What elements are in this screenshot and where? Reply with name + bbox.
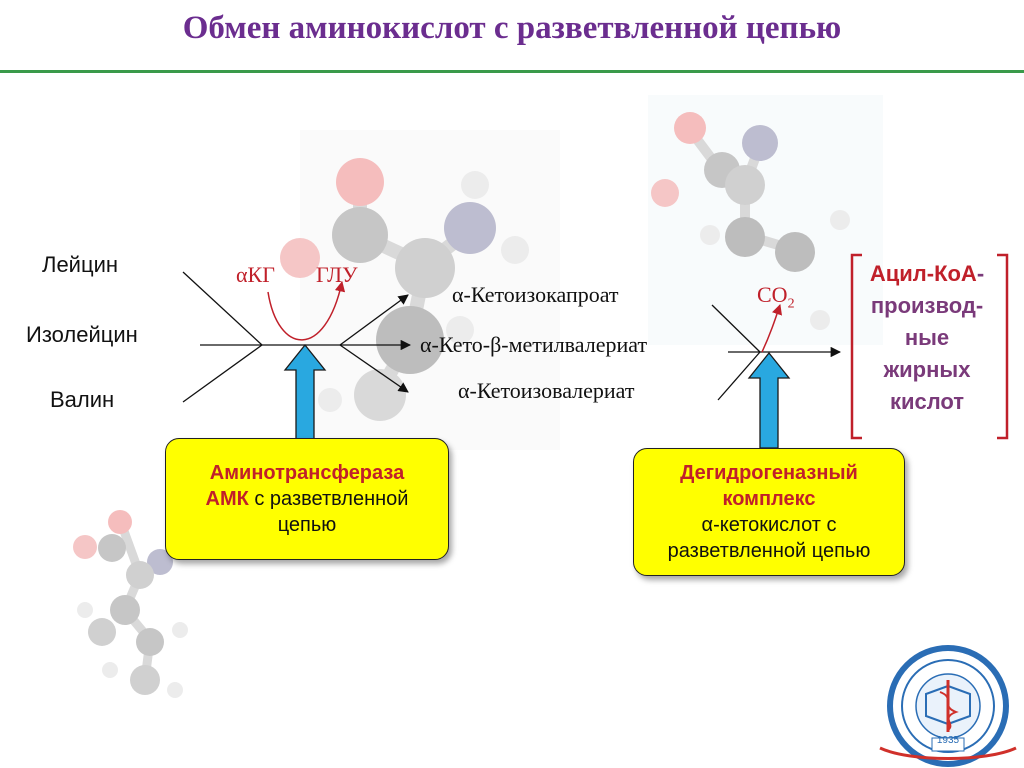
product-bracket-left bbox=[850, 253, 862, 440]
enzyme1-name: Аминотрансфераза bbox=[209, 462, 405, 484]
logo-year: 1935 bbox=[937, 735, 960, 746]
right-line-top bbox=[711, 304, 761, 353]
keto-acid-ketoisocaproate: α-Кетоизокапроат bbox=[452, 282, 619, 307]
product-bracket-right bbox=[997, 253, 1009, 440]
product-acyl-coa: Ацил-КоА- производ- ные жирных кислот bbox=[869, 261, 985, 414]
amino-acid-leucine: Лейцин bbox=[42, 252, 119, 277]
logo-ribbon bbox=[879, 746, 1017, 760]
amino-acid-valine: Валин bbox=[50, 387, 115, 412]
oxygen-atom bbox=[336, 158, 384, 206]
enzyme1-arrow bbox=[283, 343, 327, 441]
page-title: Обмен аминокислот с разветвленной цепью bbox=[182, 10, 842, 46]
co2-release-arrow bbox=[761, 304, 782, 353]
keto-acid-ketoisovalerate: α-Кетоизовалериат bbox=[458, 378, 635, 403]
enzyme2-arrow bbox=[747, 351, 791, 449]
cofactor-co2: CO2 bbox=[757, 282, 795, 312]
title-divider bbox=[0, 70, 1024, 73]
cofactor-akg: αКГ bbox=[236, 262, 275, 287]
leucine-line bbox=[182, 271, 263, 346]
amino-acid-isoleucine: Изолейцин bbox=[26, 322, 138, 347]
akg-glu-curve bbox=[267, 280, 346, 341]
enzyme-box-aminotransferase: Аминотрансфераза АМК с разветвленной цеп… bbox=[165, 438, 449, 560]
enzyme-box-dehydrogenase: Дегидрогеназный комплекс α-кетокислот с … bbox=[633, 448, 905, 576]
keto-acid-ketomethylvalerate: α-Кето-β-метилвалериат bbox=[420, 332, 648, 357]
cofactor-glu: ГЛУ bbox=[316, 262, 358, 287]
enzyme2-name: Дегидрогеназный bbox=[680, 462, 858, 484]
enzyme1-abbrev: АМК bbox=[205, 488, 249, 510]
arrow-ketoisovalerate bbox=[339, 344, 409, 393]
right-line-bottom bbox=[717, 351, 761, 401]
valine-line bbox=[182, 344, 263, 403]
arrow-ketoisocaproate bbox=[339, 294, 409, 346]
